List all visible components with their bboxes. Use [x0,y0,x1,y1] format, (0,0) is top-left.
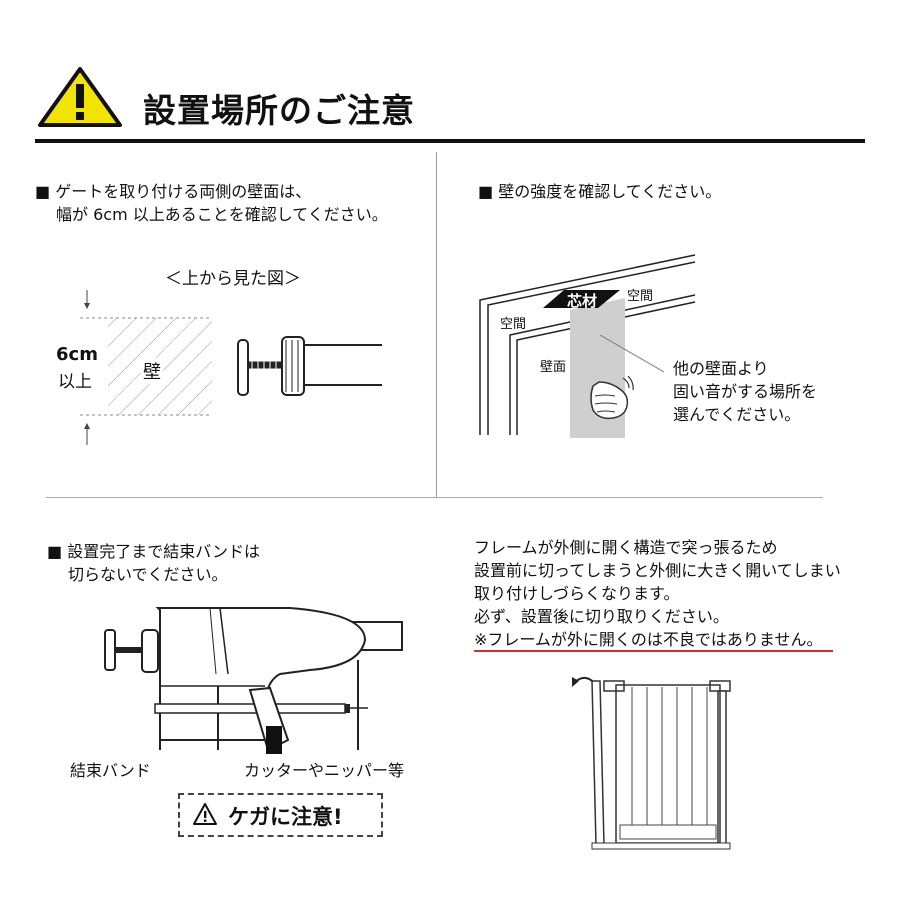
top-view-diagram [80,290,400,445]
section3-heading-line2: 切らないでください。 [68,565,228,584]
section3-heading-line1: ■ 設置完了まで結束バンドは [47,542,261,561]
cable-tie-label: 結束バンド [70,761,151,780]
frame-note-line4: 必ず、設置後に切り取りください。 [474,607,729,626]
section2-heading: ■ 壁の強度を確認してください。 [478,182,722,201]
frame-note-line2: 設置前に切ってしまうと外側に大きく開いてしまい [474,561,841,580]
core-label: 芯材 [567,292,598,310]
cutter-label: カッターやニッパー等 [244,761,405,780]
top-view-label: ＜上から見た図＞ [165,269,301,289]
wall-note-line1: 他の壁面より [673,359,769,378]
red-underline [474,650,833,652]
frame-note-line5: ※フレームが外に開くのは不良ではありません。 [474,630,823,649]
section1-heading-line1: ■ ゲートを取り付ける両側の壁面は、 [35,182,312,201]
space-label-left: 空間 [500,317,527,332]
frame-note-line1: フレームが外側に開く構造で突っ張るため [474,538,778,557]
frame-note-line3: 取り付けしづらくなります。 [474,584,680,603]
width-dimension-value: 6cm [56,344,98,365]
title-underline [35,139,865,143]
wall-note-line3: 選んでください。 [673,405,801,424]
warning-triangle-icon [38,67,122,127]
wall-note-line2: 固い音がする場所を [673,382,818,401]
cable-tie-diagram [104,607,403,754]
wall-surface-label: 壁面 [540,360,567,375]
page-title: 設置場所のご注意 [143,91,415,130]
caution-box [178,793,383,837]
space-label-right: 空間 [627,289,654,304]
gate-frame-diagram [572,676,731,850]
wall-label: 壁 [141,358,163,384]
warning-triangle-outline-icon [193,803,217,825]
width-dimension-suffix: 以上 [58,372,92,392]
knocking-hand-icon [590,376,634,420]
section1-heading-line2: 幅が 6cm 以上あることを確認してください。 [56,205,388,224]
pointer-line [599,334,665,373]
caution-text: ケガに注意! [228,805,343,829]
vertical-divider [436,152,437,497]
horizontal-divider [46,497,823,498]
